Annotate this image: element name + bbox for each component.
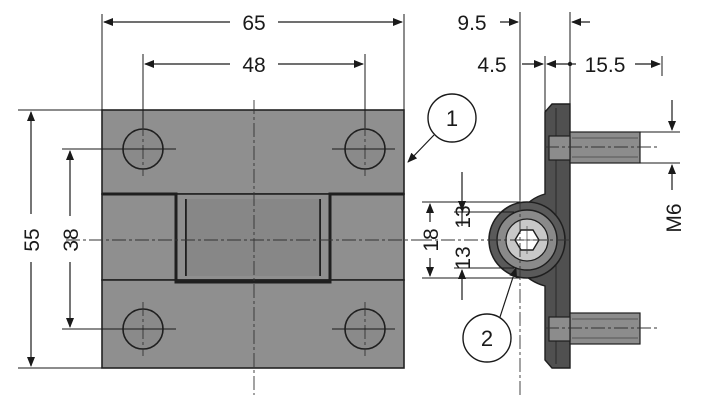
dimension-13-upper: 13 — [452, 205, 475, 228]
dim-48-label: 48 — [242, 54, 265, 77]
dim-65-label: 65 — [242, 12, 265, 35]
front-view — [62, 100, 424, 395]
callout-2-label: 2 — [481, 326, 493, 351]
dimension-4-5: 4.5 — [477, 54, 568, 112]
dimension-15-5: 15.5 — [567, 54, 663, 77]
callout-2: 2 — [462, 267, 518, 363]
side-view — [418, 82, 660, 395]
dimension-55: 55 — [18, 109, 102, 369]
knuckle-recess-inner — [185, 199, 321, 276]
dim-15-5-label: 15.5 — [585, 54, 626, 77]
knuckle-center-strip — [186, 199, 320, 276]
dim-9-5-label: 9.5 — [457, 12, 486, 35]
dimension-65: 65 — [101, 12, 405, 110]
dimension-38: 38 — [60, 150, 83, 328]
dimension-13-vertical: 13 — [452, 172, 514, 300]
callout-1: 1 — [407, 93, 477, 163]
dim-13-vertical-label: 13 — [452, 246, 475, 269]
dim-m6-label: M6 — [663, 203, 686, 232]
dimension-9-5: 9.5 — [457, 12, 590, 200]
knuckle-recess — [102, 192, 404, 284]
dim-55-label: 55 — [21, 228, 44, 251]
dimension-18: 18 — [420, 201, 520, 279]
dim-18-label: 18 — [420, 228, 443, 251]
dim-38-label: 38 — [60, 228, 83, 251]
dim-4-5-label: 4.5 — [477, 54, 506, 77]
top-stud — [569, 131, 641, 164]
dim-13-upper-label: 13 — [452, 205, 475, 228]
dimension-48: 48 — [142, 54, 366, 128]
dimension-m6: M6 — [640, 100, 686, 233]
callout-1-label: 1 — [446, 106, 458, 131]
bottom-stud — [569, 312, 641, 345]
middle-band — [101, 193, 405, 281]
